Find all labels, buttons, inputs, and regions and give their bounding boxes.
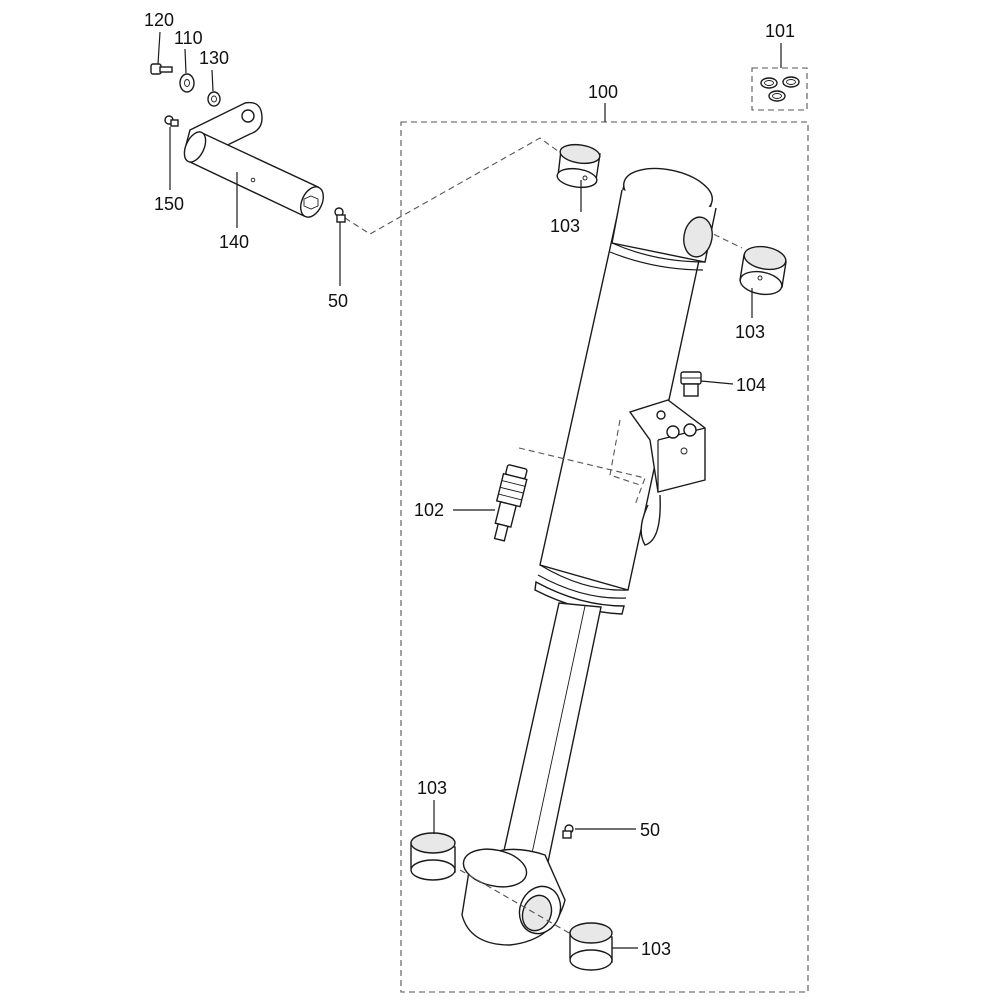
washer-110 <box>179 73 195 93</box>
pin-centerline <box>344 137 571 235</box>
valve-block <box>628 399 706 546</box>
callout-103-right: 103 <box>735 322 765 342</box>
callout-103-top: 103 <box>550 216 580 236</box>
callout-101: 101 <box>765 21 795 41</box>
bushing-103-bottom-left <box>410 832 456 881</box>
callout-103-bottom-right: 103 <box>641 939 671 959</box>
callout-150: 150 <box>154 194 184 214</box>
valve-block-ghost-outline <box>609 419 641 486</box>
bushing-103-bottom-right <box>569 922 613 971</box>
grease-fitting-150 <box>164 115 179 127</box>
callout-104: 104 <box>736 375 766 395</box>
rod-eye-centerline <box>459 869 591 946</box>
bolt-120 <box>150 63 173 75</box>
grease-fitting-50-bottom <box>562 824 574 839</box>
head-centerline <box>704 229 743 249</box>
pin-140 <box>183 101 325 218</box>
piston-rod <box>502 602 602 863</box>
bushing-103-top <box>556 143 601 189</box>
cylinder-barrel <box>534 167 717 615</box>
sensor-102 <box>493 464 528 542</box>
nut-130 <box>207 91 221 107</box>
callout-50-bottom: 50 <box>640 820 660 840</box>
callout-120: 120 <box>144 10 174 30</box>
kit-101-boundary <box>751 67 808 111</box>
callout-102: 102 <box>414 500 444 520</box>
fitting-104 <box>680 371 702 397</box>
rod-eye <box>461 848 566 946</box>
bushing-103-right <box>739 245 787 296</box>
callout-140: 140 <box>219 232 249 252</box>
callout-130: 130 <box>199 48 229 68</box>
valve-centerline <box>518 447 646 506</box>
seal-ring-kit <box>760 76 800 102</box>
callout-110: 110 <box>174 28 203 48</box>
leader-lines <box>157 31 782 949</box>
grease-fitting-50-top <box>334 207 346 223</box>
callout-103-bottom-left: 103 <box>417 778 447 798</box>
callout-100: 100 <box>588 82 618 102</box>
callout-50-top: 50 <box>328 291 348 311</box>
